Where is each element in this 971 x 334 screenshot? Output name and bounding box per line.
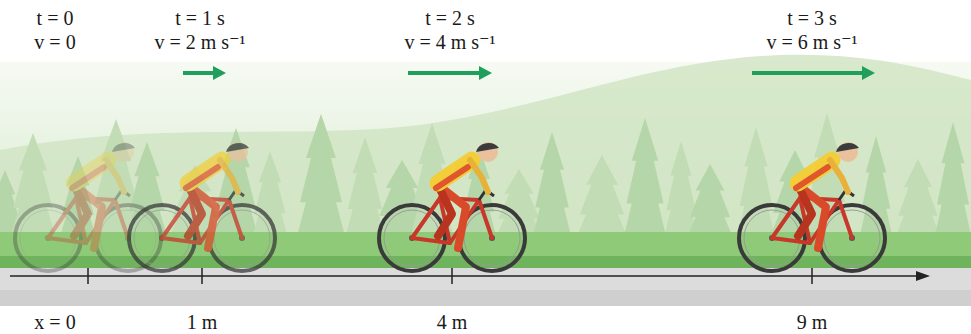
rider-leg [74,185,88,236]
rider-arm [220,160,238,192]
tree [345,137,386,240]
bike-frame [479,200,492,238]
arrow-shaft [183,71,216,75]
velocity-arrow [408,66,492,80]
bike-frame [48,198,76,238]
arrow-shaft [408,71,482,75]
arrow-head [479,66,492,80]
rider-torso [438,160,472,183]
velocity-label: v = 2 m s⁻¹ [154,31,245,53]
rider-leg [188,185,216,248]
tree [576,155,629,240]
rider-jersey-stripe [796,167,828,188]
rider-torso [188,160,222,183]
tree [532,132,572,240]
rider-arm [106,160,124,192]
bike-frame [412,198,440,238]
position-label: 1 m [187,311,218,333]
rider-arm [830,160,848,192]
position-label: 4 m [437,311,468,333]
arrow-shaft [752,71,865,75]
rider-jersey-stripe [72,167,104,188]
velocity-arrows [183,66,875,80]
bike-frame [839,200,852,238]
tree [296,114,346,240]
time-label: t = 3 s [787,7,837,29]
bike-frame [229,200,242,238]
bike-frame [772,238,810,243]
bike-frame [115,200,128,238]
cyclist [379,142,525,271]
axis-arrowhead [916,271,930,281]
position-label: x = 0 [34,311,75,333]
cyclist [15,142,161,271]
velocity-arrow [183,66,226,80]
helmet [226,143,249,152]
cyclist [129,142,275,271]
velocity-label: v = 0 [34,31,75,53]
time-label: t = 2 s [425,7,475,29]
bike-frame [162,238,200,243]
rider-leg [74,185,102,248]
tree [934,122,971,240]
position-label: 9 m [797,311,828,333]
tree [252,151,289,240]
cyclist [739,142,885,271]
bike-frame [48,238,86,243]
road-shade [0,290,971,306]
bike-frame [412,238,450,243]
time-label: t = 0 [37,7,74,29]
rider-arm [470,160,488,192]
time-label: t = 1 s [175,7,225,29]
arrow-head [213,66,226,80]
rider-jersey-stripe [436,167,468,188]
road [0,268,971,306]
rider-leg [188,185,202,236]
rider-leg [798,185,826,248]
tree [895,159,942,240]
velocity-label: v = 6 m s⁻¹ [766,31,857,53]
tree [686,164,734,240]
bike-frame [162,198,190,238]
tree [213,128,259,240]
rider-leg [438,185,452,236]
axis-tick [451,268,453,284]
helmet [112,143,135,152]
helmet [476,143,499,152]
helmet [836,143,859,152]
rider-torso [74,160,108,183]
rider-leg [798,185,812,236]
tree [623,118,667,240]
axis-tick [811,268,813,284]
axis-tick [87,268,89,284]
arrow-head [862,66,875,80]
rider-torso [798,160,832,183]
axis-tick [201,268,203,284]
velocity-arrow [752,66,875,80]
rider-jersey-stripe [186,167,218,188]
rider-leg [438,185,466,248]
bike-frame [772,198,800,238]
position-axis [10,275,918,277]
velocity-label: v = 4 m s⁻¹ [404,31,495,53]
